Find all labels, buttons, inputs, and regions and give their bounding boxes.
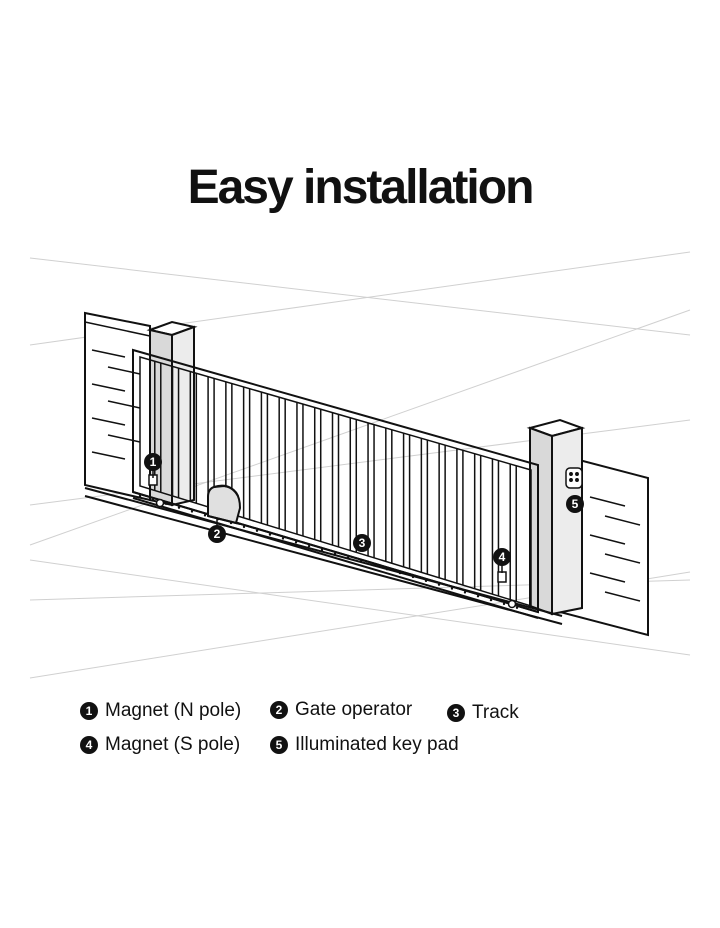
- marker-4-label: 4: [499, 550, 506, 564]
- rack-tooth: [450, 587, 454, 590]
- rack-tooth: [164, 502, 168, 505]
- marker-4: 4: [493, 548, 511, 573]
- legend-label-key-pad: Illuminated key pad: [295, 734, 459, 755]
- left-wall-bricks: [91, 349, 141, 460]
- legend-badge-1: 1: [80, 702, 98, 720]
- rack-tooth: [268, 533, 272, 536]
- gate-operator-motor: [207, 484, 242, 525]
- legend-label-magnet-n: Magnet (N pole): [105, 700, 242, 721]
- legend-label-track: Track: [472, 702, 519, 723]
- rack-tooth: [255, 529, 259, 532]
- rack-tooth: [463, 591, 467, 594]
- rack-tooth: [307, 544, 311, 548]
- legend-item-gate-operator: 2 Gate operator: [270, 699, 412, 721]
- rack-tooth: [437, 583, 441, 586]
- rack-tooth: [333, 552, 337, 556]
- legend-label-gate-operator: Gate operator: [295, 699, 413, 720]
- page-title: Easy installation: [187, 161, 535, 214]
- rack-tooth: [502, 602, 506, 606]
- marker-2: 2: [208, 519, 226, 543]
- marker-5: 5: [566, 495, 584, 513]
- legend-badge-3: 3: [447, 704, 465, 722]
- rack-tooth: [411, 575, 415, 579]
- legend-badge-4: 4: [80, 736, 98, 754]
- legend-item-magnet-n: 1 Magnet (N pole): [80, 700, 241, 722]
- rack-tooth: [359, 560, 363, 563]
- marker-1: 1: [144, 453, 162, 478]
- gate-bottom-rail: [132, 491, 539, 619]
- legend-item-track: 3 Track: [447, 702, 519, 724]
- gate-wheels: [155, 498, 517, 609]
- marker-2-label: 2: [214, 527, 221, 541]
- rack-tooth: [489, 598, 493, 602]
- rack-tooth: [320, 548, 324, 552]
- rack-tooth: [372, 564, 376, 567]
- marker-3: 3: [353, 534, 371, 552]
- rack-tooth: [281, 537, 285, 540]
- rack-tooth: [242, 525, 246, 529]
- marker-1-label: 1: [150, 455, 157, 469]
- marker-5-label: 5: [572, 497, 579, 511]
- rack-tooth: [476, 595, 480, 598]
- legend-badge-2: 2: [270, 701, 288, 719]
- keypad: [565, 467, 583, 489]
- legend-item-magnet-s: 4 Magnet (S pole): [80, 734, 240, 756]
- marker-3-label: 3: [359, 536, 366, 550]
- right-wall-bricks: [589, 496, 641, 602]
- rack-tooth: [190, 510, 194, 513]
- rack-tooth: [177, 506, 181, 509]
- legend-badge-5: 5: [270, 736, 288, 754]
- gate-bars: [154, 361, 517, 602]
- rack-tooth: [294, 541, 298, 544]
- magnet-s: [497, 571, 507, 583]
- rack-tooth: [424, 579, 428, 583]
- rack-tooth: [385, 568, 389, 571]
- rack-tooth: [398, 571, 402, 575]
- sliding-gate-illustration: 1 2 3 4 5: [29, 251, 691, 679]
- rack-tooth: [138, 494, 142, 498]
- rack-tooth: [346, 556, 350, 559]
- rack-tooth: [515, 606, 519, 609]
- rack-tooth: [203, 514, 207, 517]
- legend-label-magnet-s: Magnet (S pole): [105, 734, 241, 755]
- legend-item-key-pad: 5 Illuminated key pad: [270, 734, 459, 756]
- rack-tooth: [151, 498, 155, 502]
- rack-teeth: [138, 494, 519, 609]
